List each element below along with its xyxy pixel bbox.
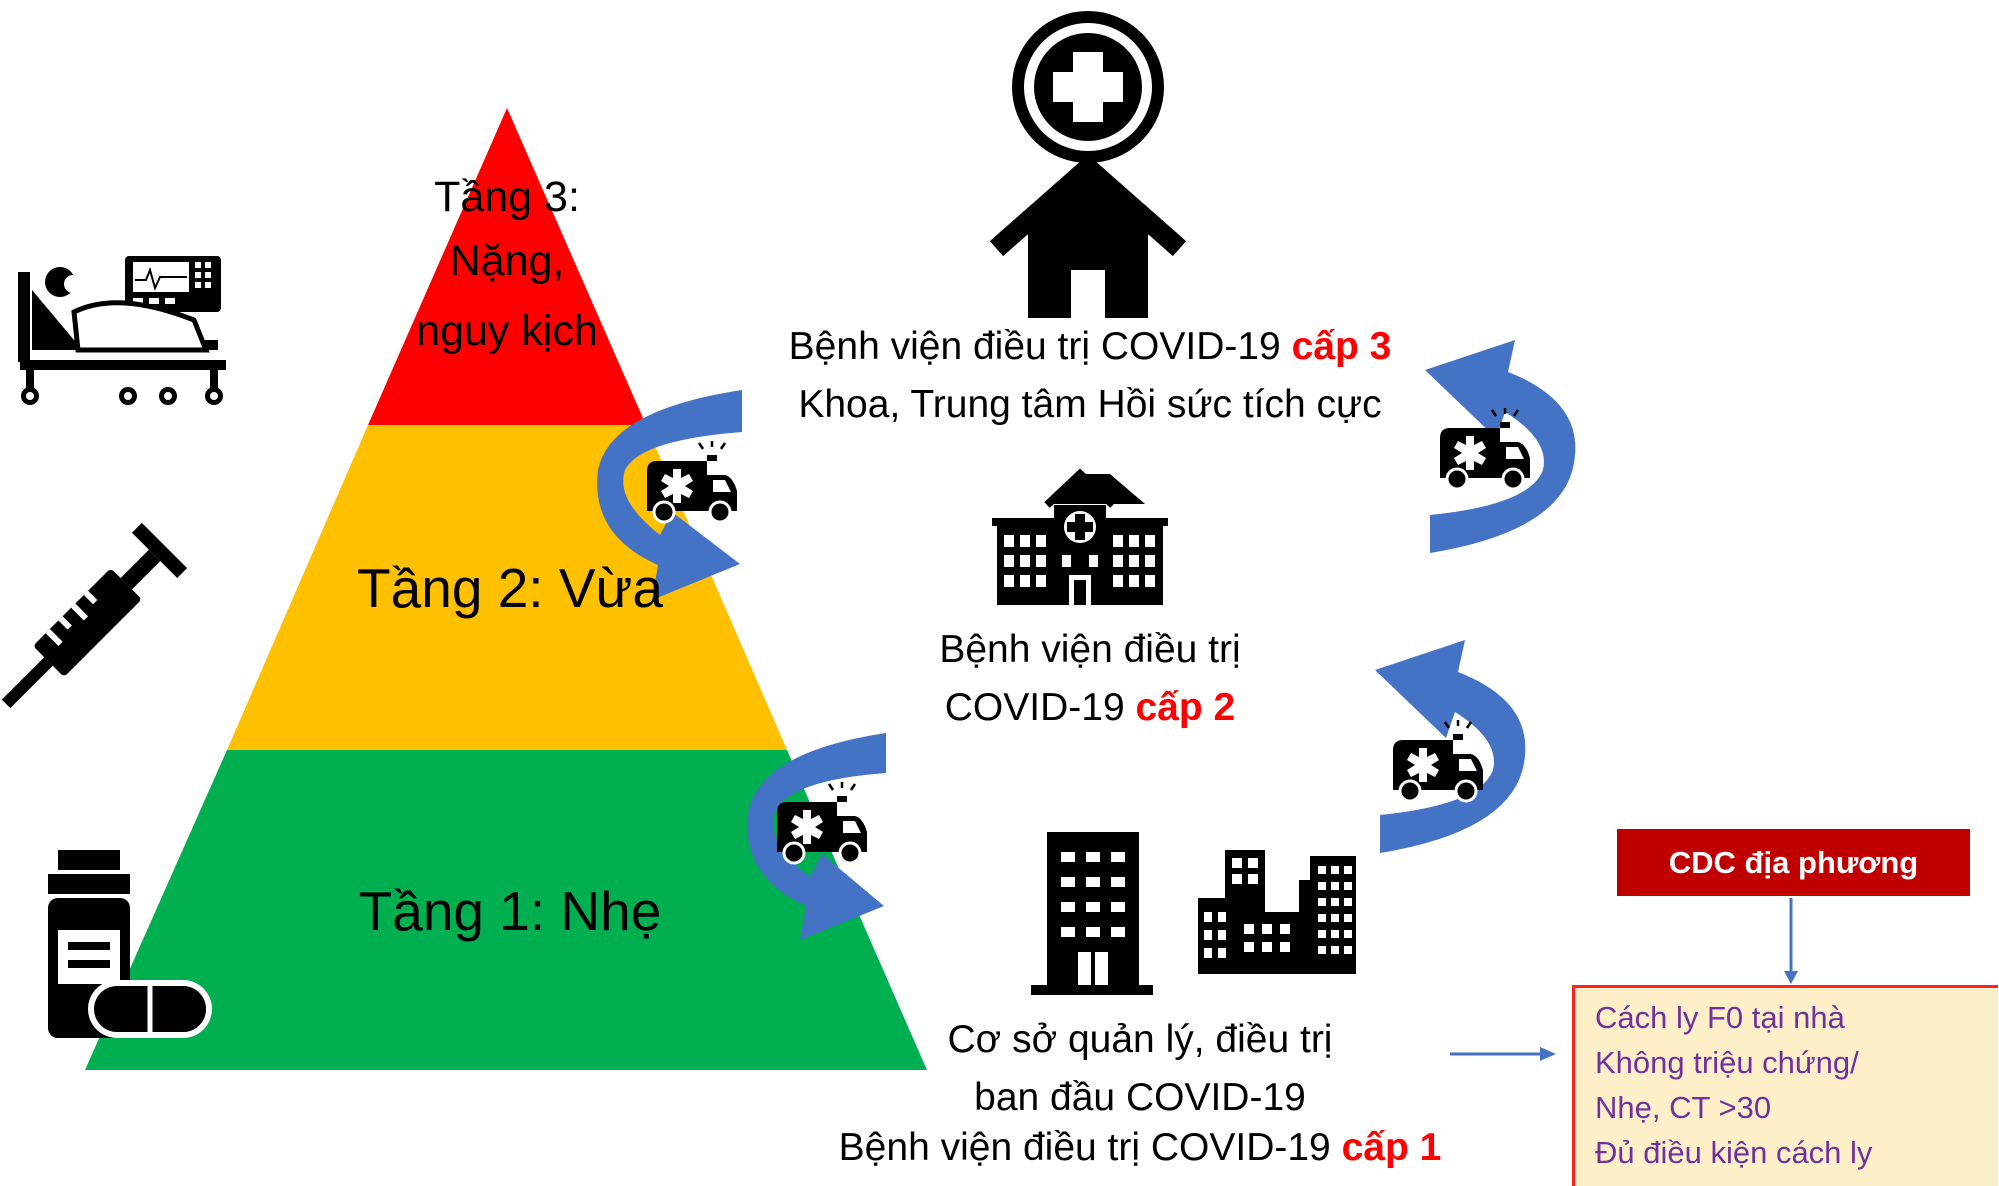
isolation-line-4: Đủ điều kiện cách ly bbox=[1595, 1135, 1873, 1170]
isolation-line-3: Nhẹ, CT >30 bbox=[1595, 1090, 1772, 1125]
tier-3-label: Tầng 3: Nặng, nguy kịch bbox=[387, 165, 627, 363]
level-1-line-3-prefix: Bệnh viện điều trị COVID-19 bbox=[838, 1126, 1342, 1169]
level-2-label: Bệnh viện điều trị COVID-19 cấp 2 bbox=[840, 621, 1340, 737]
level-2-line-2-prefix: COVID-19 bbox=[944, 686, 1136, 729]
patient-bed-icon bbox=[18, 256, 226, 405]
isolation-box: Cách ly F0 tại nhà Không triệu chứng/ Nh… bbox=[1572, 985, 1998, 1186]
tier-2-label: Tầng 2: Vừa bbox=[357, 557, 663, 619]
house-icon bbox=[989, 154, 1187, 318]
apartment-building-icon bbox=[1031, 832, 1153, 995]
tier-3-line-2: Nặng, bbox=[449, 237, 565, 285]
medicine-bottle-icon bbox=[48, 850, 212, 1038]
level-3-label: Bệnh viện điều trị COVID-19 cấp 3 Khoa, … bbox=[740, 318, 1440, 434]
level-3-line-2: Khoa, Trung tâm Hồi sức tích cực bbox=[798, 383, 1382, 426]
curved-arrow-icon bbox=[1425, 340, 1576, 553]
isolation-line-1: Cách ly F0 tại nhà bbox=[1595, 1000, 1845, 1035]
curved-arrow-icon bbox=[597, 390, 742, 600]
level-1-line-3: Bệnh viện điều trị COVID-19 cấp 1 bbox=[790, 1119, 1490, 1177]
tier-3-line-1: Tầng 3: bbox=[434, 173, 580, 221]
arrow-to-isolation bbox=[1450, 1047, 1556, 1061]
ambulance-icon bbox=[645, 439, 739, 524]
level-1-highlight: cấp 1 bbox=[1341, 1126, 1442, 1169]
pyramid-tier-1 bbox=[85, 750, 927, 1070]
syringe-icon bbox=[1, 522, 188, 709]
city-buildings-icon bbox=[1198, 850, 1356, 974]
pyramid-tier-3 bbox=[368, 108, 646, 425]
level-1-line-2: ban đầu COVID-19 bbox=[974, 1076, 1306, 1119]
hospital-cross-icon bbox=[1012, 11, 1164, 163]
level-1-label: Cơ sở quản lý, điều trị ban đầu COVID-19… bbox=[790, 1011, 1490, 1177]
hospital-building-icon bbox=[992, 468, 1168, 605]
tier-3-line-3: nguy kịch bbox=[416, 307, 598, 355]
level-2-line-1: Bệnh viện điều trị bbox=[939, 628, 1241, 671]
level-3-line-1-prefix: Bệnh viện điều trị COVID-19 bbox=[788, 325, 1292, 368]
level-3-highlight: cấp 3 bbox=[1291, 325, 1392, 368]
level-2-line-2: COVID-19 cấp 2 bbox=[840, 679, 1340, 737]
isolation-line-2: Không triệu chứng/ bbox=[1595, 1045, 1859, 1080]
cdc-box: CDC địa phương bbox=[1617, 829, 1970, 896]
arrow-cdc-down bbox=[1784, 898, 1798, 984]
level-1-line-1: Cơ sở quản lý, điều trị bbox=[947, 1018, 1333, 1061]
ambulance-icon bbox=[1391, 718, 1485, 803]
curved-arrow-icon bbox=[1375, 640, 1526, 853]
level-2-highlight: cấp 2 bbox=[1135, 686, 1236, 729]
curved-arrow-icon bbox=[747, 733, 886, 940]
level-3-line-1: Bệnh viện điều trị COVID-19 cấp 3 bbox=[740, 318, 1440, 376]
tier-1-label: Tầng 1: Nhẹ bbox=[358, 880, 662, 942]
